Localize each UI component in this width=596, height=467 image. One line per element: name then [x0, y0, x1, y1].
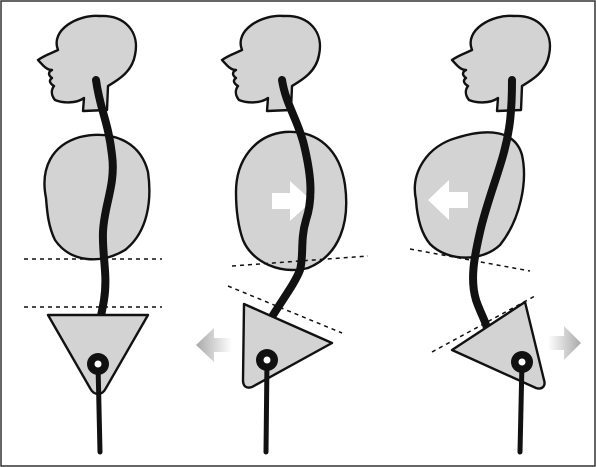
support-rod [266, 360, 267, 452]
figure-shift-right [196, 16, 368, 452]
figure-neutral [24, 16, 162, 452]
arrow-left-icon [196, 328, 232, 362]
head [222, 16, 320, 111]
hip-joint-center [95, 361, 102, 368]
support-rod [98, 364, 100, 452]
head [452, 16, 550, 111]
torso [44, 135, 149, 259]
arrow-right-icon [548, 326, 581, 360]
head [38, 16, 136, 111]
pelvis [452, 302, 545, 389]
hip-joint-center [519, 359, 526, 366]
hip-joint-center [264, 357, 271, 364]
support-rod [520, 362, 522, 452]
pelvis [243, 304, 332, 388]
figure-shift-left [410, 16, 581, 452]
